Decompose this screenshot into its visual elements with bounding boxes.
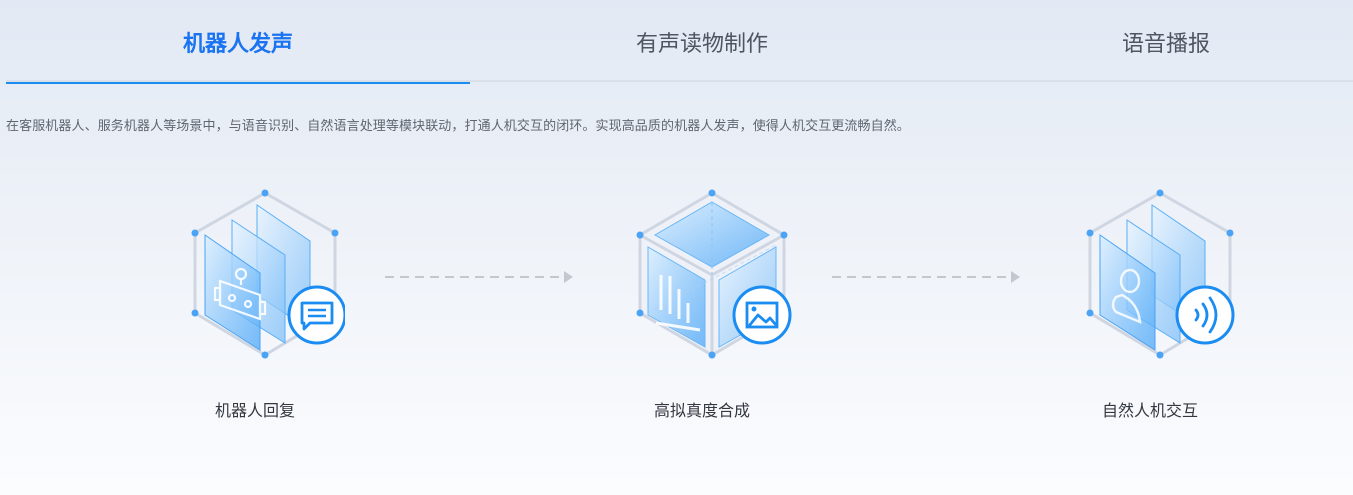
tab-audiobook-production[interactable]: 有声读物制作 bbox=[470, 0, 934, 82]
sound-wave-icon bbox=[1175, 285, 1235, 345]
feature-robot-reply: 机器人回复 bbox=[155, 185, 355, 425]
chat-message-icon bbox=[287, 285, 345, 345]
feature-label: 自然人机交互 bbox=[1101, 403, 1198, 420]
tab-voice-broadcast[interactable]: 语音播报 bbox=[934, 0, 1353, 82]
feature-high-fidelity-synthesis: 高拟真度合成 bbox=[602, 185, 802, 425]
tab-label: 机器人发声 bbox=[182, 31, 293, 56]
scenario-description: 在客服机器人、服务机器人等场景中，与语音识别、自然语言处理等模块联动，打通人机交… bbox=[6, 118, 910, 133]
feature-label: 高拟真度合成 bbox=[653, 403, 750, 420]
tab-robot-voice[interactable]: 机器人发声 bbox=[6, 0, 470, 84]
user-icon bbox=[1086, 189, 1235, 359]
flow-arrow-icon bbox=[832, 271, 1020, 283]
tab-bar: 机器人发声 有声读物制作 语音播报 bbox=[6, 0, 1353, 84]
image-icon bbox=[732, 285, 792, 345]
tab-label: 语音播报 bbox=[1121, 31, 1210, 56]
feature-natural-interaction: 自然人机交互 bbox=[1050, 185, 1250, 425]
bar-chart-icon bbox=[636, 189, 792, 359]
robot-icon bbox=[191, 189, 345, 359]
tab-label: 有声读物制作 bbox=[635, 31, 768, 56]
feature-label: 机器人回复 bbox=[214, 403, 295, 420]
flow-arrow-icon bbox=[385, 271, 573, 283]
